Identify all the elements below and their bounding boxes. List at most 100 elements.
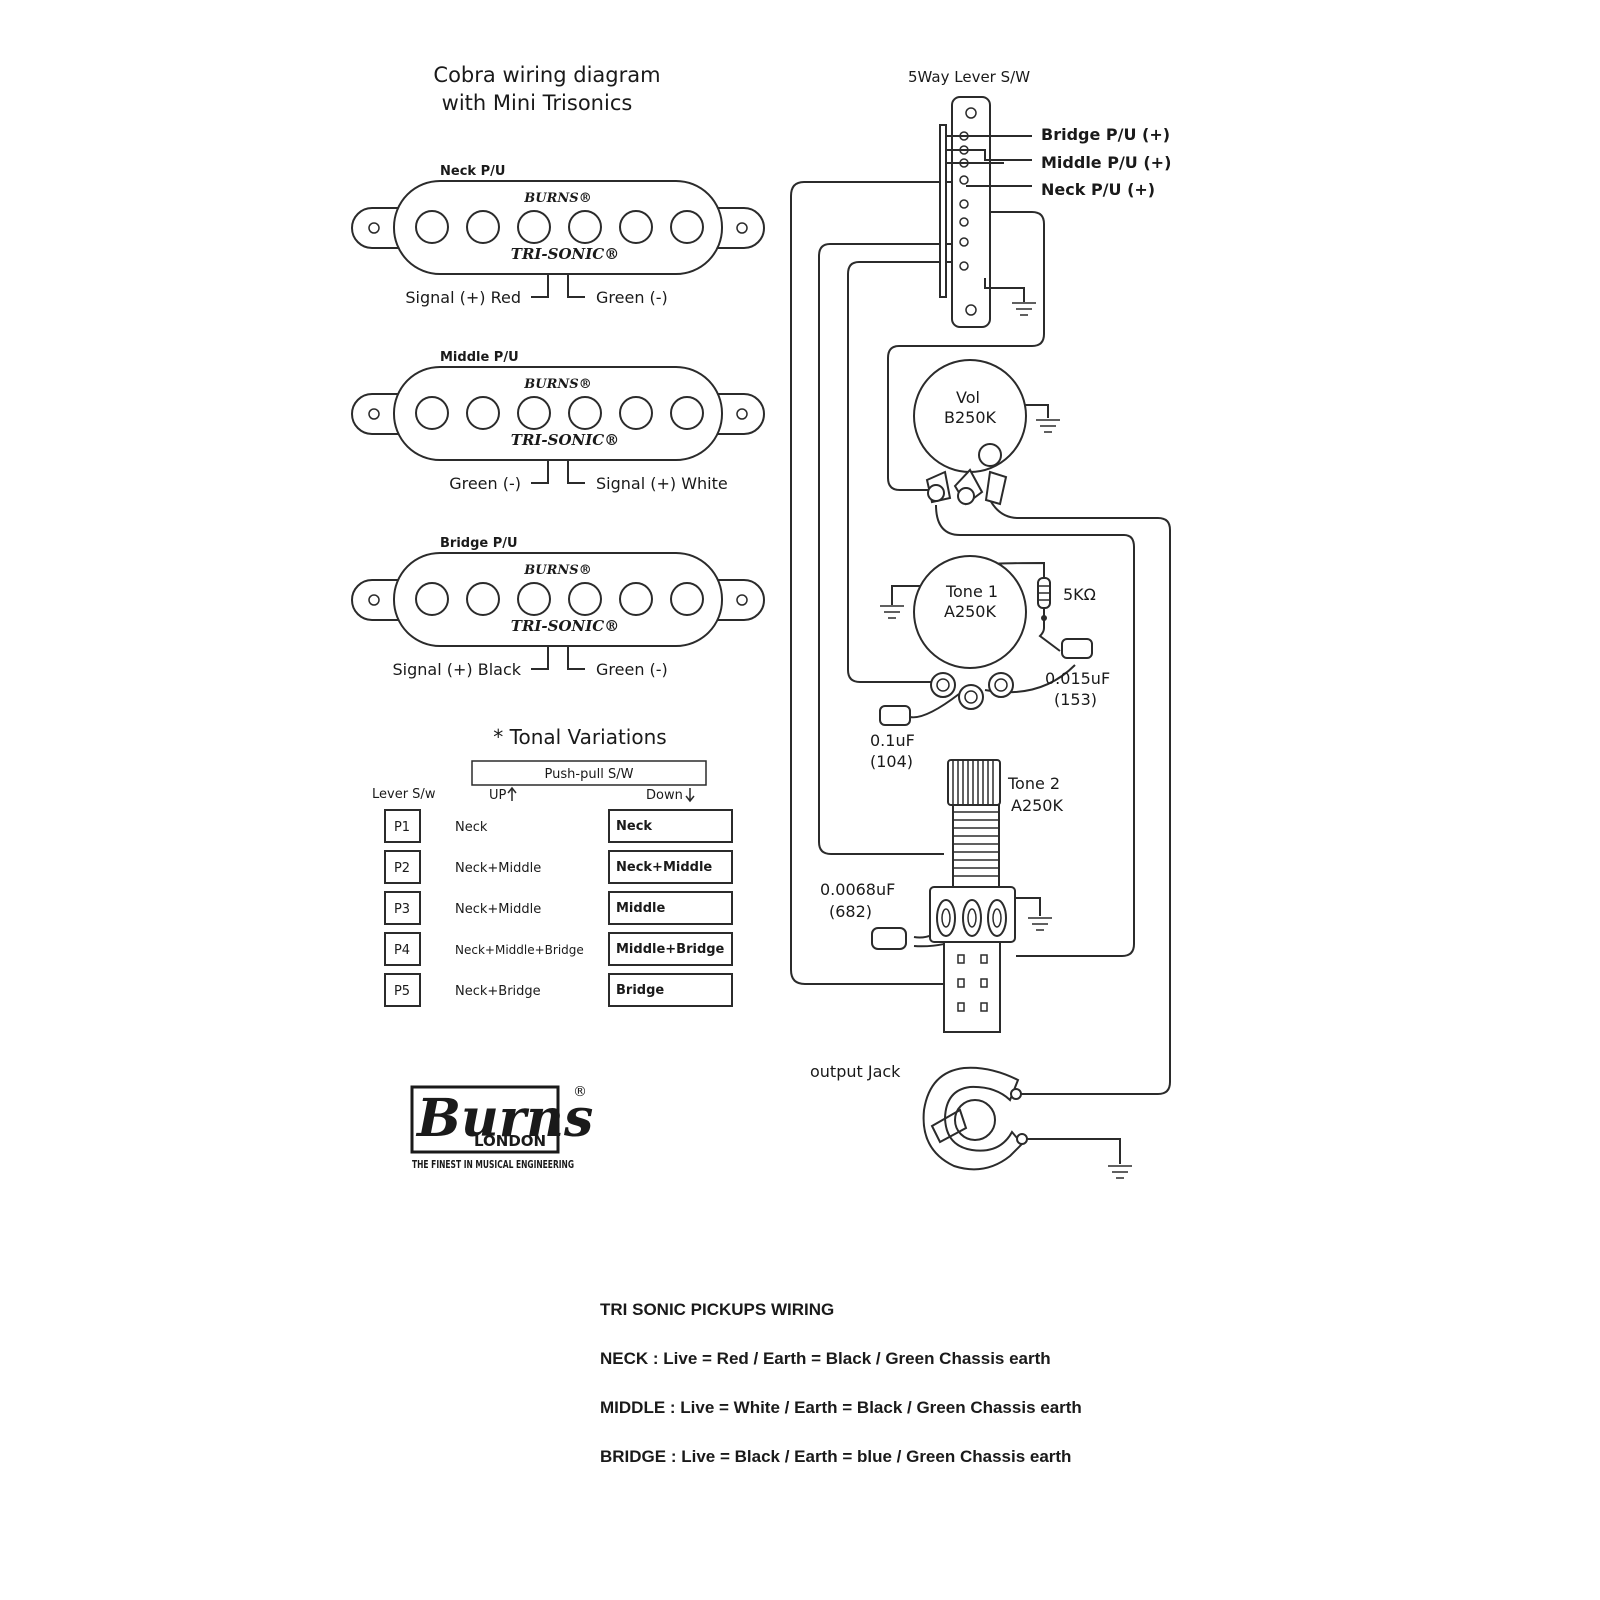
switch-mount-hole <box>965 107 977 119</box>
switch-lug <box>959 199 969 209</box>
tone2-shaft-bushing <box>952 804 1000 888</box>
wiring-note-neck: NECK : Live = Red / Earth = Black / Gree… <box>600 1349 1051 1368</box>
down-setting-box <box>608 850 733 884</box>
switch-lug <box>959 261 969 271</box>
ground-icon <box>1012 302 1036 316</box>
pole-piece <box>619 582 653 616</box>
output-jack: output Jack <box>810 1062 1132 1179</box>
wire-tone2-ground <box>1015 897 1041 916</box>
volume-pot-shaft <box>978 443 1002 467</box>
trisonic-brand-text: TRI-SONIC® <box>511 617 619 635</box>
volume-lug-hole <box>957 487 975 505</box>
up-header: UP <box>489 788 507 803</box>
switch-body <box>951 96 991 328</box>
neck-pickup: Neck P/U BURNS® TRI-SONIC® Signal (+) Re… <box>351 164 765 307</box>
output-jack-label: output Jack <box>810 1062 901 1081</box>
tone1-lug-hole <box>994 678 1008 692</box>
bridge-pickup: Bridge P/U BURNS® TRI-SONIC® Signal (+) … <box>351 536 765 679</box>
tone2-lug <box>987 899 1007 937</box>
volume-pot: Vol B250K <box>913 359 1060 506</box>
push-pull-lug <box>957 954 965 964</box>
lever-position-box <box>384 809 421 843</box>
lever-position-label: P2 <box>394 861 410 876</box>
tone1-lug <box>958 684 984 710</box>
diagram-title-line1: Cobra wiring diagram <box>433 63 660 87</box>
tone1-lug <box>988 672 1014 698</box>
pole-piece <box>670 396 704 430</box>
cap015-value: 0.015uF <box>1045 669 1110 688</box>
pole-piece <box>619 210 653 244</box>
lever-position-box <box>384 973 421 1007</box>
tone1-pot-label: Tone 1 <box>945 582 998 601</box>
bridge-pickup-leads <box>531 647 585 670</box>
burns-brand-text: BURNS® <box>523 377 591 392</box>
push-pull-header-box <box>471 760 707 786</box>
bridge-mount-hole-left <box>368 594 380 606</box>
wiring-note-middle: MIDDLE : Live = White / Earth = Black / … <box>600 1398 1082 1417</box>
push-pull-lug <box>980 954 988 964</box>
up-arrow-icon <box>507 786 517 801</box>
lever-position-label: P5 <box>394 984 410 999</box>
volume-lug-hole <box>927 484 945 502</box>
middle-pickup: Middle P/U BURNS® TRI-SONIC® Green (-) S… <box>351 350 765 493</box>
tone2-lug <box>962 899 982 937</box>
down-setting-label: Middle <box>616 901 665 916</box>
capacitor-015uf <box>1061 638 1093 659</box>
wire-tone1-cap01 <box>909 693 960 719</box>
pole-piece <box>517 210 551 244</box>
cap015-code: (153) <box>1054 690 1097 709</box>
down-arrow-icon <box>685 788 695 803</box>
diagram-title-line2: with Mini Trisonics <box>442 91 633 115</box>
tone1-lug-hole <box>964 690 978 704</box>
neck-mount-hole-left <box>368 222 380 234</box>
output-jack-spring <box>930 1108 968 1144</box>
wire-tone1-ground <box>891 585 920 605</box>
cap0068-code: (682) <box>829 902 872 921</box>
burns-brand-text: BURNS® <box>523 191 591 206</box>
down-setting-label: Neck+Middle <box>616 860 712 875</box>
pole-piece <box>466 396 500 430</box>
middle-pickup-heading: Middle P/U <box>440 350 519 365</box>
lever-position-label: P4 <box>394 943 410 958</box>
bridge-pickup-heading: Bridge P/U <box>440 536 518 551</box>
middle-pickup-cover <box>393 366 723 461</box>
cap0068-value: 0.0068uF <box>820 880 895 899</box>
logo-city: LONDON <box>474 1132 546 1150</box>
pole-piece <box>619 396 653 430</box>
bridge-pickup-cover <box>393 552 723 647</box>
tone2-pot-value: A250K <box>1011 796 1063 815</box>
pole-piece <box>670 210 704 244</box>
output-jack-tip-lug <box>1010 1088 1022 1100</box>
up-setting-label: Neck+Middle+Bridge <box>455 943 584 957</box>
tone2-thread <box>953 811 999 877</box>
ground-icon <box>1036 419 1060 433</box>
switch-lug <box>959 237 969 247</box>
down-setting-box <box>608 932 733 966</box>
bridge-mount-hole-right <box>736 594 748 606</box>
capacitor-0068uf <box>871 927 907 950</box>
switch-mount-hole <box>965 304 977 316</box>
tone2-knob <box>947 759 1001 806</box>
bridge-lead-left-label: Signal (+) Black <box>393 660 522 679</box>
wire-outer-loop <box>790 181 955 985</box>
pole-piece <box>568 210 602 244</box>
neck-mount-hole-right <box>736 222 748 234</box>
wires <box>790 181 1171 1164</box>
wire-switch-to-tone2 <box>818 243 952 855</box>
down-setting-label: Bridge <box>616 983 664 998</box>
pole-piece <box>466 582 500 616</box>
cap01-value: 0.1uF <box>870 731 915 750</box>
output-jack-frame <box>922 1066 1024 1171</box>
lever-position-label: P1 <box>394 820 410 835</box>
switch-bridge-label: Bridge P/U (+) <box>1041 125 1170 144</box>
switch-neck-label: Neck P/U (+) <box>1041 180 1155 199</box>
tone2-pot-label: Tone 2 <box>1007 774 1060 793</box>
down-setting-label: Neck <box>616 819 652 834</box>
pole-piece <box>517 396 551 430</box>
burns-brand-text: BURNS® <box>523 563 591 578</box>
switch-pickup-leads <box>946 135 1032 187</box>
tonal-variations-table: * Tonal Variations Push-pull S/W Lever S… <box>372 725 733 1007</box>
lever-switch-header: Lever S/w <box>372 787 436 802</box>
cap01-code: (104) <box>870 752 913 771</box>
